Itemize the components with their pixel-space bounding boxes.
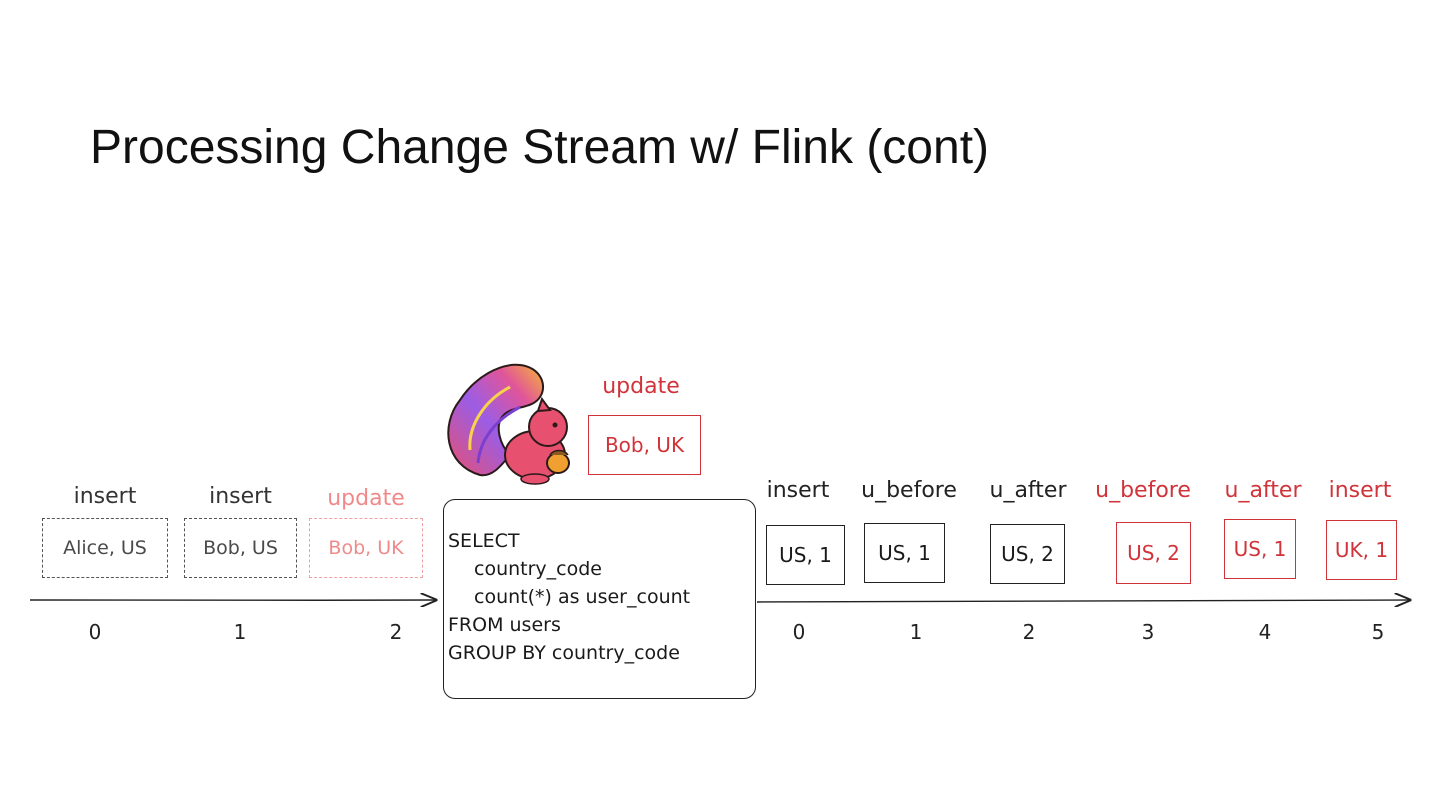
output-event-op: insert — [1328, 478, 1392, 503]
output-event-box: UK, 1 — [1326, 520, 1397, 580]
output-tick: 1 — [909, 620, 923, 644]
input-tick: 0 — [88, 620, 102, 644]
output-tick: 2 — [1022, 620, 1036, 644]
input-event-op: insert — [73, 484, 137, 509]
output-event-box: US, 2 — [990, 524, 1065, 584]
output-event-box: US, 2 — [1116, 522, 1191, 584]
sql-line: FROM users — [448, 614, 561, 636]
output-event-op: u_before — [861, 478, 957, 503]
sql-line: count(*) as user_count — [474, 586, 691, 608]
input-tick: 1 — [233, 620, 247, 644]
sql-line: GROUP BY country_code — [448, 642, 680, 664]
output-event-box: US, 1 — [766, 525, 845, 585]
output-tick: 0 — [792, 620, 806, 644]
input-timeline-arrow — [29, 600, 436, 601]
pending-event-box: Bob, UK — [588, 415, 701, 475]
input-event-box: Alice, US — [42, 518, 168, 578]
output-event-box: US, 1 — [1224, 519, 1296, 579]
output-event-op: u_after — [989, 478, 1067, 503]
page-title: Processing Change Stream w/ Flink (cont) — [90, 121, 990, 174]
output-event-op: insert — [766, 478, 830, 503]
sql-line: SELECT — [448, 530, 520, 552]
output-tick: 5 — [1371, 620, 1385, 644]
output-event-box: US, 1 — [864, 523, 945, 583]
sql-line: country_code — [474, 558, 602, 580]
flink-squirrel-icon — [447, 363, 570, 485]
output-tick: 4 — [1258, 620, 1272, 644]
input-event-op: insert — [209, 484, 272, 509]
input-event-box: Bob, US — [184, 518, 297, 578]
output-event-op: u_before — [1095, 478, 1191, 503]
output-timeline-arrow — [756, 600, 1410, 602]
input-event-box: Bob, UK — [309, 518, 423, 578]
output-event-op: u_after — [1224, 478, 1302, 503]
pending-event-op: update — [602, 374, 680, 399]
input-event-op: update — [327, 486, 405, 511]
output-tick: 3 — [1141, 620, 1155, 644]
input-tick: 2 — [389, 620, 403, 644]
sql-query-box: SELECT country_code count(*) as user_cou… — [443, 499, 756, 699]
